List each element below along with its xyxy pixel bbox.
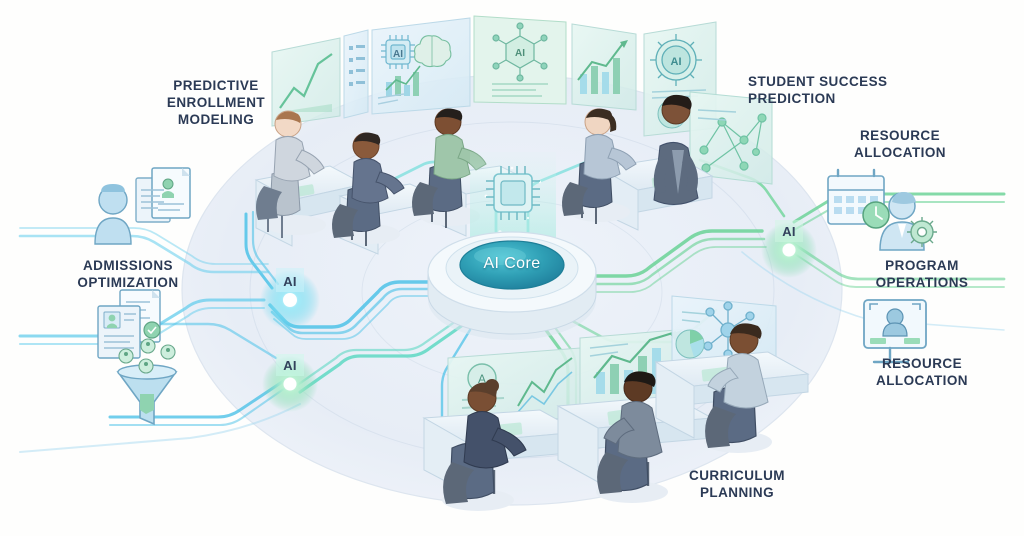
screen-ai-chip-brain: AI: [371, 17, 471, 115]
workstation-bottom-left: [422, 379, 582, 511]
ai-node-label-left-lower: AI: [283, 358, 297, 373]
svg-text:AI: AI: [393, 49, 403, 60]
workstation-top-left: [254, 110, 366, 247]
screen-network-graph: [689, 91, 773, 185]
ai-node-left-upper: [260, 268, 320, 330]
bar-chart-icon: [385, 65, 421, 96]
person-bottom-center: [596, 371, 668, 503]
person-bottom-left: [442, 379, 527, 511]
brain-icon: [414, 35, 452, 68]
funnel-icon: [116, 338, 178, 426]
screen-list-panel: [343, 29, 369, 119]
ai-core-label: AI Core: [483, 255, 541, 272]
workstation-top-right: [562, 94, 714, 231]
screen-ai-network: AI: [473, 15, 567, 105]
person-top-right-seated: [562, 108, 637, 224]
screen-line-chart-1: [271, 37, 341, 127]
person-top-right-standing: [653, 94, 699, 205]
pie-chart-icon-bottom: [675, 329, 705, 359]
ai-stream-nodes[interactable]: [260, 220, 817, 412]
screen-bar-line: [571, 23, 637, 111]
ai-core-hub[interactable]: [427, 152, 597, 340]
ai-node-label-right: AI: [782, 224, 796, 239]
monitor-wall-top: AI: [271, 15, 773, 185]
person-gear-icon: [879, 192, 937, 251]
ai-chip-icon: [381, 35, 415, 69]
svg-text:AI: AI: [515, 48, 525, 59]
person-top-left: [256, 110, 326, 238]
ai-gear-icon: [650, 34, 702, 86]
workstation-top-center-right: [412, 108, 534, 237]
ai-node-label-left-upper: AI: [283, 274, 297, 289]
person-bottom-right: [704, 323, 772, 453]
ai-node-right: [761, 220, 817, 278]
svg-text:A: A: [478, 372, 486, 386]
ai-node-left-lower: [262, 354, 318, 412]
ai-chip-hologram: [486, 166, 540, 220]
workstation-bottom-right: [654, 323, 810, 453]
person-top-center-left: [332, 132, 405, 246]
workstations-top: [254, 94, 714, 255]
calendar-clock-icon: [827, 168, 890, 229]
monitor-person-icon: [863, 299, 927, 364]
ai-network-node-icon: [492, 22, 548, 82]
side-icons: [94, 167, 937, 426]
id-document-icon: [97, 289, 161, 359]
person-top-center-right: [412, 108, 487, 228]
workstation-top-center-left: [332, 132, 448, 255]
network-hub-icon: [703, 301, 757, 359]
workstations-bottom: A: [422, 295, 810, 511]
svg-text:AI: AI: [671, 56, 682, 68]
person-documents-icon: [94, 167, 191, 245]
